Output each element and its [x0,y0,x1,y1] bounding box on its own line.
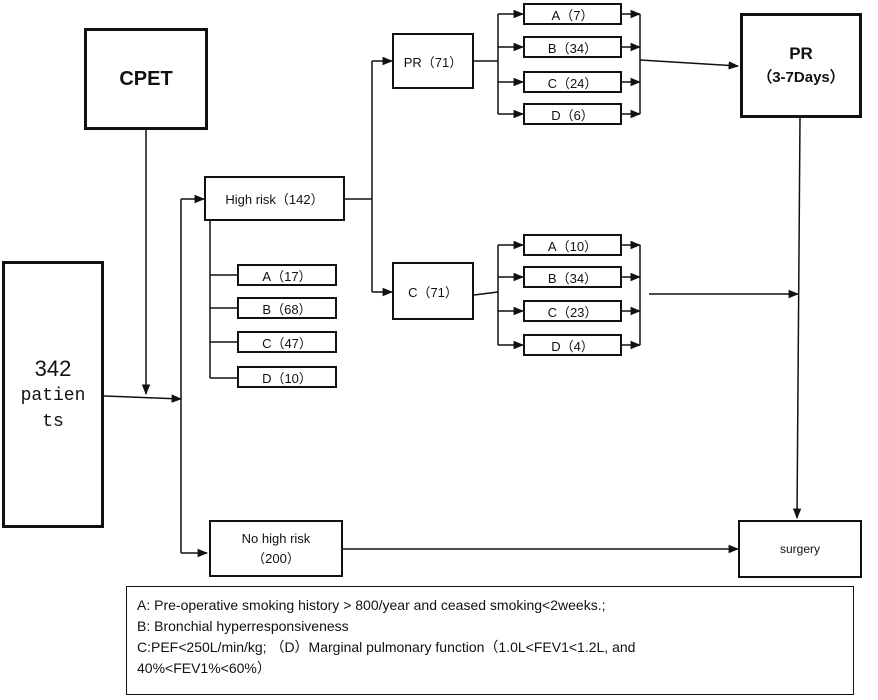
patients-count: 342 [34,355,72,381]
surgery-box: surgery [738,520,862,578]
patients-label-line2: ts [42,411,64,432]
no-high-risk-box: No high risk （200） [209,520,343,577]
pr-outcome-box: PR （3-7Days） [740,13,862,118]
c-criterion-d: D（4） [523,334,622,356]
left-criterion-d: D（10） [237,366,337,388]
pr-criterion-d: D（6） [523,103,622,125]
pr-group-box: PR（71） [392,33,474,89]
c-criterion-c: C（23） [523,300,622,322]
c-criterion-b: B（34） [523,266,622,288]
legend-item-cd: C:PEF<250L/min/kg; （D）Marginal pulmonary… [137,639,636,655]
pr-criterion-c: C（24） [523,71,622,93]
pr-criterion-b: B（34） [523,36,622,58]
cpet-box: CPET [84,28,208,130]
high-risk-label: High risk（142） [225,192,324,207]
legend-item-cd-continued: 40%<FEV1%<60%） [137,660,271,676]
patients-box: 342 patien ts [2,261,104,528]
left-criterion-c: C（47） [237,331,337,353]
no-high-risk-label: No high risk [241,530,311,546]
c-criterion-a: A（10） [523,234,622,256]
cpet-label: CPET [119,67,173,90]
legend-box: A: Pre-operative smoking history > 800/y… [126,586,854,695]
legend-item-b: B: Bronchial hyperresponsiveness [137,618,349,634]
surgery-label: surgery [779,542,820,556]
high-risk-box: High risk（142） [204,176,345,221]
pr-criterion-a: A（7） [523,3,622,25]
c-group-label: C（71） [408,284,458,300]
left-criterion-b: B（68） [237,297,337,319]
pr-outcome-title: PR [789,43,813,63]
left-criterion-a: A（17） [237,264,337,286]
legend-item-a: A: Pre-operative smoking history > 800/y… [137,597,606,613]
c-group-box: C（71） [392,262,474,320]
pr-group-label: PR（71） [403,54,463,70]
no-high-risk-count: （200） [252,550,300,566]
patients-label-line1: patien [20,385,86,406]
pr-outcome-duration: （3-7Days） [757,68,845,86]
